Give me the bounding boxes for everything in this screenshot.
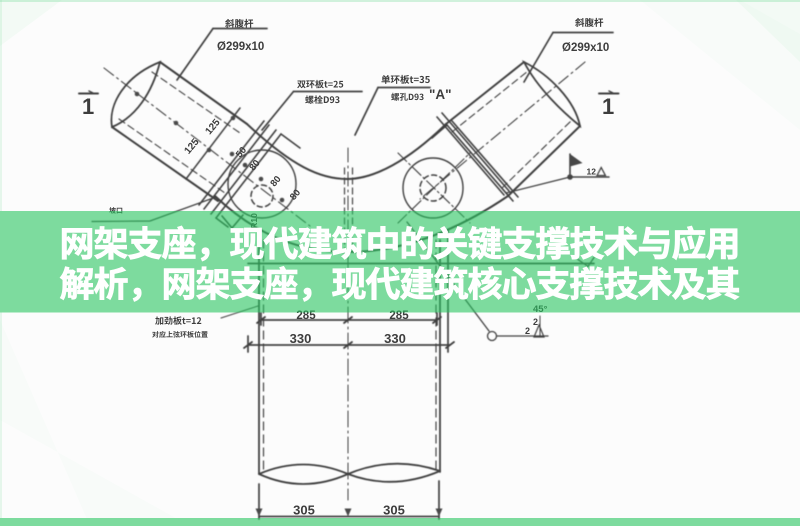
svg-text:330: 330 [290,331,312,346]
svg-text:1: 1 [602,94,614,119]
svg-text:305: 305 [293,503,315,518]
svg-text:12: 12 [587,167,597,177]
svg-text:2: 2 [533,317,538,327]
svg-text:2: 2 [525,326,530,336]
svg-text:305: 305 [383,503,405,518]
svg-text:285: 285 [296,310,316,322]
svg-text:1: 1 [82,94,94,119]
svg-text:Ø299x10: Ø299x10 [562,42,609,54]
svg-text:330: 330 [384,331,406,346]
svg-text:Ø299x10: Ø299x10 [217,41,264,53]
svg-text:"A": "A" [429,87,452,102]
svg-text:285: 285 [389,310,409,322]
